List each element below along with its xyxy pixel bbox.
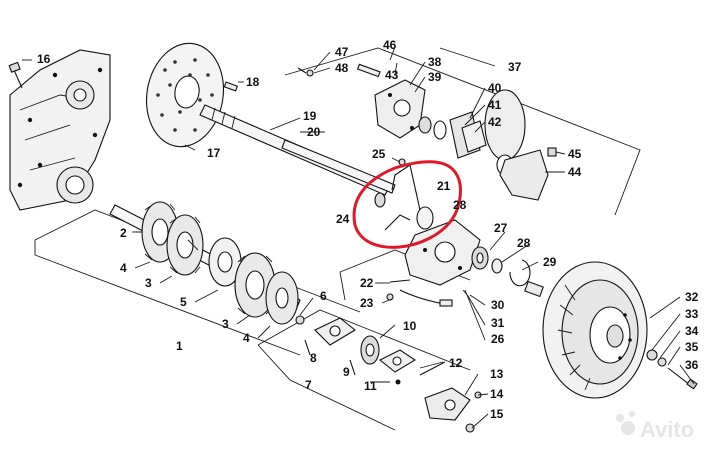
callout-4: 4	[120, 261, 127, 275]
hardware-46-48	[297, 63, 381, 78]
callout-29: 29	[543, 255, 557, 269]
callout-33: 33	[685, 307, 699, 321]
callout-24: 24	[336, 212, 350, 226]
circlip-29	[509, 259, 531, 287]
brake-caliper	[374, 79, 426, 139]
callout-40: 40	[488, 81, 502, 95]
end-sprocket	[265, 271, 299, 325]
callout-42: 42	[488, 115, 502, 129]
callout-5: 5	[180, 295, 187, 309]
callout-7: 7	[305, 378, 312, 392]
callout-4b: 4	[243, 331, 250, 345]
watermark-text: Avito	[640, 417, 694, 442]
tensioner-bracket-21	[374, 158, 434, 231]
caliper-bracket-44	[499, 149, 549, 201]
callout-12: 12	[449, 356, 463, 370]
callout-36: 36	[685, 358, 699, 372]
callout-20: 20	[307, 125, 321, 139]
callout-13: 13	[490, 367, 504, 381]
callout-19: 19	[303, 109, 317, 123]
flange-plate-left	[314, 317, 356, 346]
callout-27: 27	[494, 221, 508, 235]
bearing-6	[295, 315, 305, 325]
driveshaft	[281, 131, 396, 194]
callout-46: 46	[383, 38, 397, 52]
callout-28: 28	[453, 198, 467, 212]
callout-38: 38	[428, 55, 442, 69]
callout-22: 22	[360, 276, 374, 290]
drive-sprocket-right	[234, 252, 276, 318]
callout-43: 43	[385, 68, 399, 82]
callout-2: 2	[120, 226, 127, 240]
drive-axle-assembly	[109, 201, 301, 325]
callout-9: 9	[343, 365, 350, 379]
callout-11: 11	[364, 379, 377, 393]
callout-48: 48	[335, 61, 349, 75]
callout-32: 32	[685, 290, 699, 304]
callout-41: 41	[488, 98, 502, 112]
key-18	[223, 81, 244, 92]
callout-14: 14	[490, 387, 504, 401]
bearing-housing-13	[419, 361, 471, 421]
callout-44: 44	[568, 165, 582, 179]
callout-39: 39	[428, 70, 442, 84]
callout-18: 18	[246, 75, 260, 89]
callout-23: 23	[360, 296, 374, 310]
callout-45: 45	[568, 147, 582, 161]
callout-21: 21	[437, 179, 451, 193]
callout-8: 8	[310, 351, 317, 365]
callout-3b: 3	[222, 317, 229, 331]
bolt-16	[8, 59, 32, 89]
spacer-wheel	[208, 237, 242, 287]
highlight-circle	[352, 160, 462, 249]
watermark: Avito	[616, 411, 694, 442]
callout-labels: 1 2 3 3 4 4 5 6 7 8 9 10 11 12 13 14 15 …	[37, 38, 699, 421]
washer-14-nut-15	[465, 391, 482, 433]
callout-34: 34	[685, 324, 699, 338]
callout-10: 10	[403, 319, 417, 333]
bearing-27-28	[471, 246, 503, 274]
callout-35: 35	[685, 340, 699, 354]
small-bolts-8-9	[304, 339, 401, 385]
callout-1: 1	[176, 339, 183, 353]
callout-26: 26	[491, 332, 505, 346]
callout-28b: 28	[517, 236, 531, 250]
group-frame-7	[257, 309, 471, 431]
drive-sprocket-mid	[166, 214, 204, 276]
bearing-bracket	[404, 219, 481, 286]
callout-37: 37	[508, 60, 522, 74]
callout-15: 15	[490, 407, 504, 421]
caliper-piston-ring	[418, 116, 447, 140]
callout-16: 16	[37, 52, 51, 66]
brake-disc	[145, 42, 225, 151]
bleeder-45	[547, 147, 557, 157]
callout-6: 6	[320, 289, 327, 303]
brake-pads	[449, 111, 487, 159]
callout-25: 25	[372, 147, 386, 161]
callout-47: 47	[335, 45, 349, 59]
chaincase-housing	[9, 49, 111, 211]
leader-lines	[132, 46, 695, 429]
flange-plate-right	[378, 349, 417, 373]
driven-clutch	[542, 261, 648, 399]
callout-3: 3	[145, 276, 152, 290]
callout-31: 31	[491, 316, 505, 330]
bearing-10	[360, 335, 380, 365]
spacer-30	[524, 280, 544, 298]
callout-17: 17	[207, 146, 221, 160]
callout-30: 30	[491, 298, 505, 312]
